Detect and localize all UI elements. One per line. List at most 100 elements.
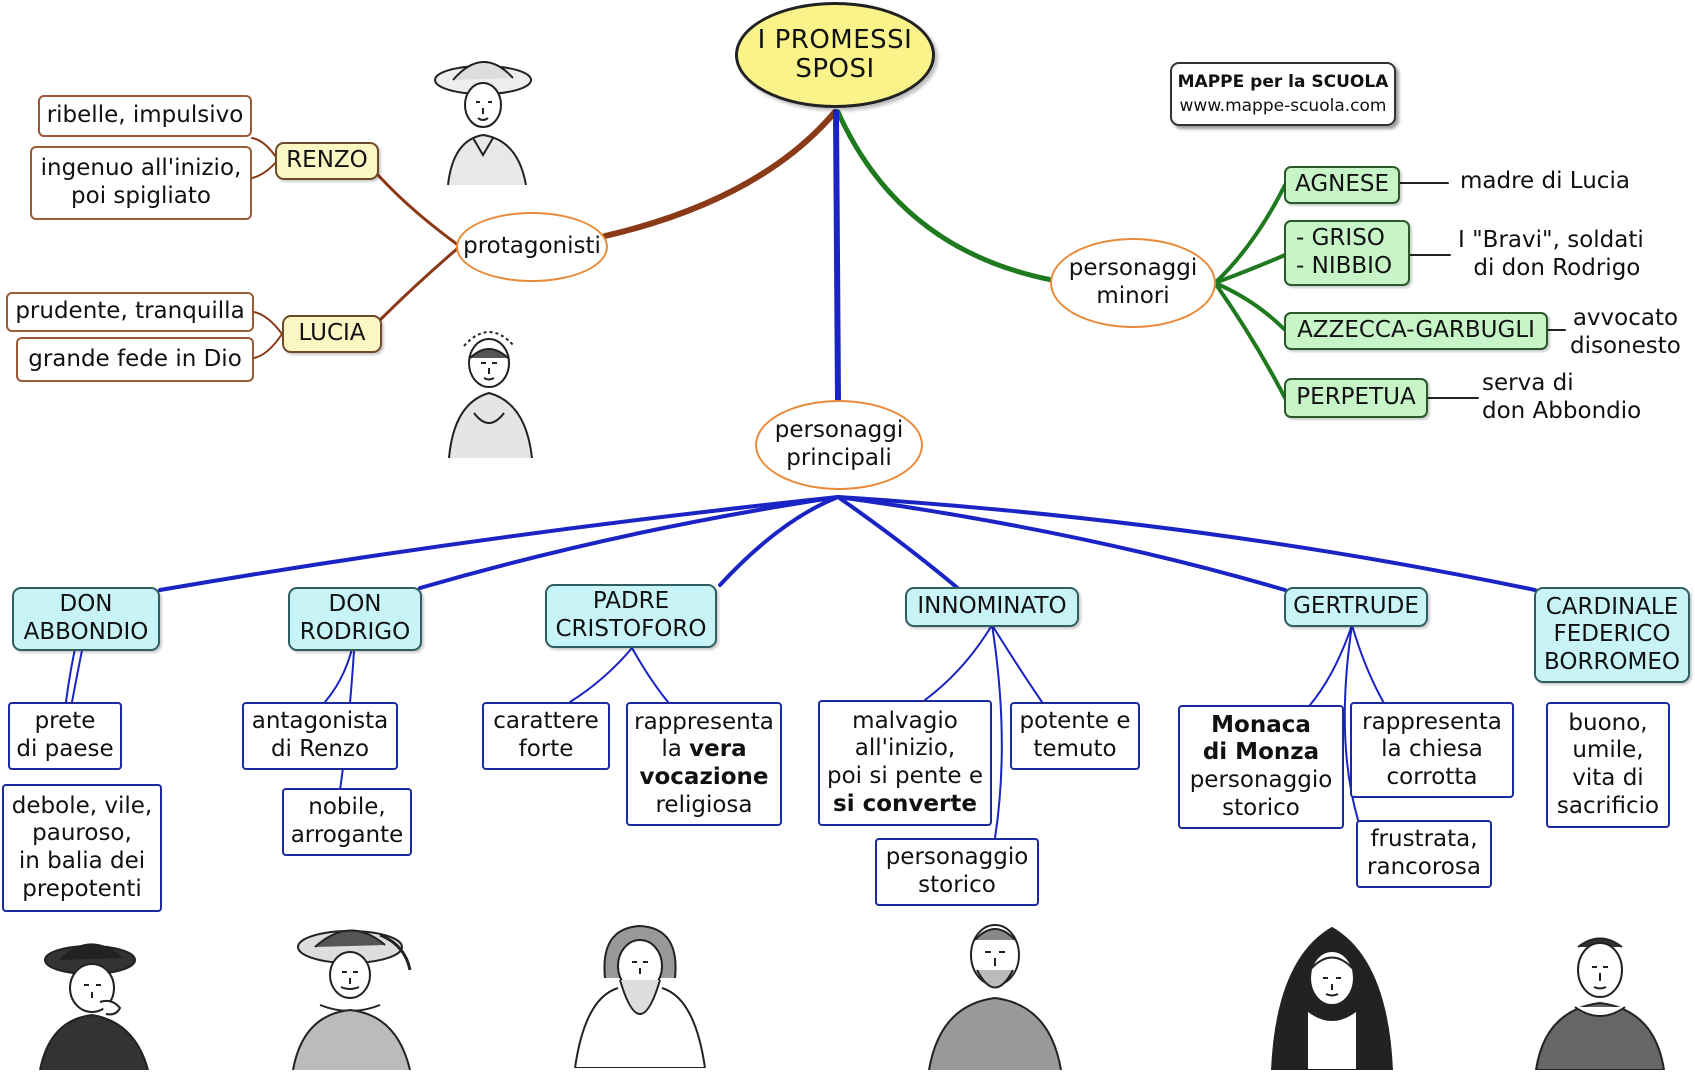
node-personaggi-minori[interactable]: personaggi minori bbox=[1050, 238, 1216, 328]
principali-label-line2: principali bbox=[786, 445, 892, 471]
node-lucia[interactable]: LUCIA bbox=[282, 315, 382, 353]
principali-label-line1: personaggi bbox=[774, 417, 904, 444]
rodrigo-trait-2-line2: arrogante bbox=[290, 822, 404, 848]
protagonisti-label: protagonisti bbox=[463, 233, 601, 260]
cristoforo-name-line1: PADRE bbox=[592, 588, 670, 615]
link-lucia-trait1 bbox=[253, 311, 283, 335]
griso-name: - GRISO bbox=[1296, 225, 1385, 252]
innominato-trait-1[interactable]: malvagio all'inizio, poi si pente e si c… bbox=[818, 700, 992, 826]
innominato-trait-1-line3: poi si pente e bbox=[826, 763, 983, 789]
cristoforo-trait-1[interactable]: carattere forte bbox=[482, 702, 610, 770]
abbondio-trait-2-line2: pauroso, bbox=[32, 820, 132, 847]
link-gertrude-t2 bbox=[1351, 624, 1386, 706]
lucia-trait-1-text: prudente, tranquilla bbox=[15, 298, 245, 325]
cristoforo-trait-2[interactable]: rappresenta la vera vocazione religiosa bbox=[626, 702, 782, 826]
link-innominato-t2 bbox=[991, 624, 1043, 703]
abbondio-trait-2[interactable]: debole, vile, pauroso, in balia dei prep… bbox=[2, 784, 162, 912]
portrait-padre-cristoforo-icon bbox=[574, 924, 706, 1068]
gertrude-trait-2[interactable]: rappresenta la chiesa corrotta bbox=[1350, 702, 1514, 798]
link-root-minori bbox=[835, 109, 1055, 283]
node-gertrude[interactable]: GERTRUDE bbox=[1284, 587, 1428, 627]
nibbio-name: - NIBBIO bbox=[1296, 253, 1393, 279]
rodrigo-name-line2: RODRIGO bbox=[299, 619, 411, 645]
gertrude-trait-3[interactable]: frustrata, rancorosa bbox=[1356, 820, 1492, 888]
renzo-trait-1[interactable]: ribelle, impulsivo bbox=[38, 95, 252, 137]
link-principali-cristoforo bbox=[718, 495, 840, 587]
link-principali-gertrude bbox=[836, 495, 1287, 592]
borromeo-trait-1-line1: buono, bbox=[1568, 709, 1648, 736]
cristoforo-trait-2-line4: religiosa bbox=[655, 791, 753, 818]
node-cardinale-borromeo[interactable]: CARDINALE FEDERICO BORROMEO bbox=[1534, 587, 1690, 683]
cristoforo-trait-1-line1: carattere bbox=[493, 708, 599, 735]
link-gertrude-t3 bbox=[1343, 624, 1359, 821]
innominato-trait-2[interactable]: potente e temuto bbox=[1010, 702, 1140, 770]
renzo-trait-2-line1: ingenuo all'inizio, bbox=[40, 155, 242, 182]
lucia-trait-2[interactable]: grande fede in Dio bbox=[16, 337, 254, 382]
borromeo-trait-1-line3: vita di bbox=[1572, 765, 1644, 791]
borromeo-trait-1-line2: umile, bbox=[1572, 737, 1644, 764]
brand-url: www.mappe-scuola.com bbox=[1179, 96, 1387, 116]
innominato-trait-3[interactable]: personaggio storico bbox=[875, 838, 1039, 906]
link-protagonisti-renzo bbox=[376, 173, 460, 247]
link-minori-azzecca bbox=[1213, 281, 1287, 332]
azzecca-desc-line2: disonesto bbox=[1570, 332, 1681, 359]
borromeo-trait-1-line4: sacrificio bbox=[1556, 792, 1660, 819]
borromeo-name-line3: BORROMEO bbox=[1543, 648, 1681, 675]
node-protagonisti[interactable]: protagonisti bbox=[456, 212, 608, 282]
innominato-trait-1-line1: malvagio bbox=[852, 707, 958, 734]
renzo-name: RENZO bbox=[286, 147, 368, 174]
gertrude-trait-1[interactable]: Monaca di Monza personaggio storico bbox=[1178, 705, 1344, 829]
node-don-rodrigo[interactable]: DON RODRIGO bbox=[288, 587, 422, 651]
gertrude-trait-1-line2: di Monza bbox=[1202, 739, 1320, 766]
azzecca-desc: avvocato disonesto bbox=[1570, 305, 1681, 360]
cristoforo-trait-1-line2: forte bbox=[518, 736, 574, 762]
node-renzo[interactable]: RENZO bbox=[275, 142, 379, 180]
innominato-trait-3-line2: storico bbox=[918, 872, 996, 898]
link-principali-abbondio bbox=[158, 495, 840, 592]
rodrigo-trait-1[interactable]: antagonista di Renzo bbox=[242, 702, 398, 770]
node-agnese[interactable]: AGNESE bbox=[1284, 166, 1400, 204]
rodrigo-trait-2-line1: nobile, bbox=[308, 794, 386, 821]
cristoforo-name-line2: CRISTOFORO bbox=[555, 616, 707, 642]
link-gertrude-t1 bbox=[1309, 624, 1353, 706]
root-title-line1: I PROMESSI bbox=[757, 24, 913, 55]
brand-badge[interactable]: MAPPE per la SCUOLA www.mappe-scuola.com bbox=[1170, 62, 1396, 126]
portrait-borromeo-icon bbox=[1534, 937, 1666, 1070]
node-innominato[interactable]: INNOMINATO bbox=[905, 587, 1079, 627]
abbondio-trait-2-line3: in balia dei bbox=[18, 848, 146, 874]
lucia-trait-2-text: grande fede in Dio bbox=[28, 345, 242, 372]
node-azzecca-garbugli[interactable]: AZZECCA-GARBUGLI bbox=[1284, 312, 1548, 350]
innominato-trait-2-line1: potente e bbox=[1019, 708, 1131, 735]
borromeo-name-line1: CARDINALE bbox=[1545, 593, 1679, 620]
node-padre-cristoforo[interactable]: PADRE CRISTOFORO bbox=[545, 584, 717, 648]
abbondio-trait-2-line1: debole, vile, bbox=[11, 792, 153, 819]
griso-desc-line2: di don Rodrigo bbox=[1473, 254, 1641, 281]
renzo-trait-2[interactable]: ingenuo all'inizio, poi spigliato bbox=[30, 146, 252, 220]
link-cristoforo-t2 bbox=[631, 647, 669, 703]
link-lucia-trait2 bbox=[253, 333, 283, 359]
node-perpetua[interactable]: PERPETUA bbox=[1284, 378, 1428, 418]
renzo-trait-2-line2: poi spigliato bbox=[71, 183, 211, 209]
rodrigo-name-line1: DON bbox=[328, 591, 382, 618]
gertrude-trait-3-line2: rancorosa bbox=[1367, 854, 1481, 880]
link-innominato-t3 bbox=[991, 624, 1003, 839]
portrait-don-abbondio-icon bbox=[39, 943, 149, 1070]
rodrigo-trait-2[interactable]: nobile, arrogante bbox=[282, 788, 412, 856]
borromeo-trait-1[interactable]: buono, umile, vita di sacrificio bbox=[1546, 702, 1670, 828]
node-personaggi-principali[interactable]: personaggi principali bbox=[755, 400, 923, 490]
portrait-innominato-icon bbox=[928, 924, 1062, 1070]
node-griso-nibbio[interactable]: - GRISO - NIBBIO bbox=[1284, 220, 1410, 286]
cristoforo-trait-2-line2-la: la bbox=[661, 736, 690, 763]
gertrude-trait-1-line3: personaggio bbox=[1189, 767, 1333, 793]
perpetua-desc-line1: serva di bbox=[1482, 370, 1574, 396]
lucia-trait-1[interactable]: prudente, tranquilla bbox=[6, 292, 254, 332]
link-minori-griso bbox=[1213, 253, 1287, 285]
abbondio-trait-1[interactable]: prete di paese bbox=[8, 702, 122, 770]
root-title[interactable]: I PROMESSI SPOSI bbox=[735, 2, 935, 108]
abbondio-name-line2: ABBONDIO bbox=[23, 619, 149, 645]
node-don-abbondio[interactable]: DON ABBONDIO bbox=[12, 587, 160, 651]
azzecca-garbugli-name: AZZECCA-GARBUGLI bbox=[1297, 317, 1535, 344]
cristoforo-trait-2-line2: la vera bbox=[661, 736, 746, 764]
gertrude-trait-2-line3: corrotta bbox=[1386, 763, 1478, 790]
